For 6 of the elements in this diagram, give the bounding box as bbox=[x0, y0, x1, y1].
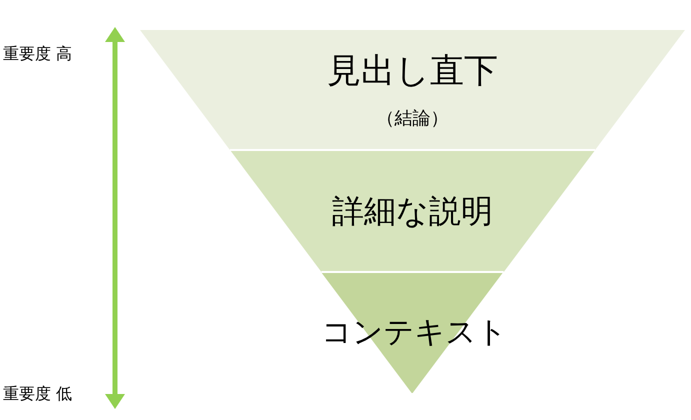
band-text: コンテキスト bbox=[321, 314, 504, 352]
importance-label: 重要度 高 bbox=[3, 44, 72, 65]
importance-label: 重要度 低 bbox=[3, 384, 72, 405]
subheading-text: （結論） bbox=[376, 107, 450, 130]
band-text: 詳細な説明 bbox=[330, 191, 494, 232]
heading-text: 見出し直下 bbox=[326, 50, 499, 93]
